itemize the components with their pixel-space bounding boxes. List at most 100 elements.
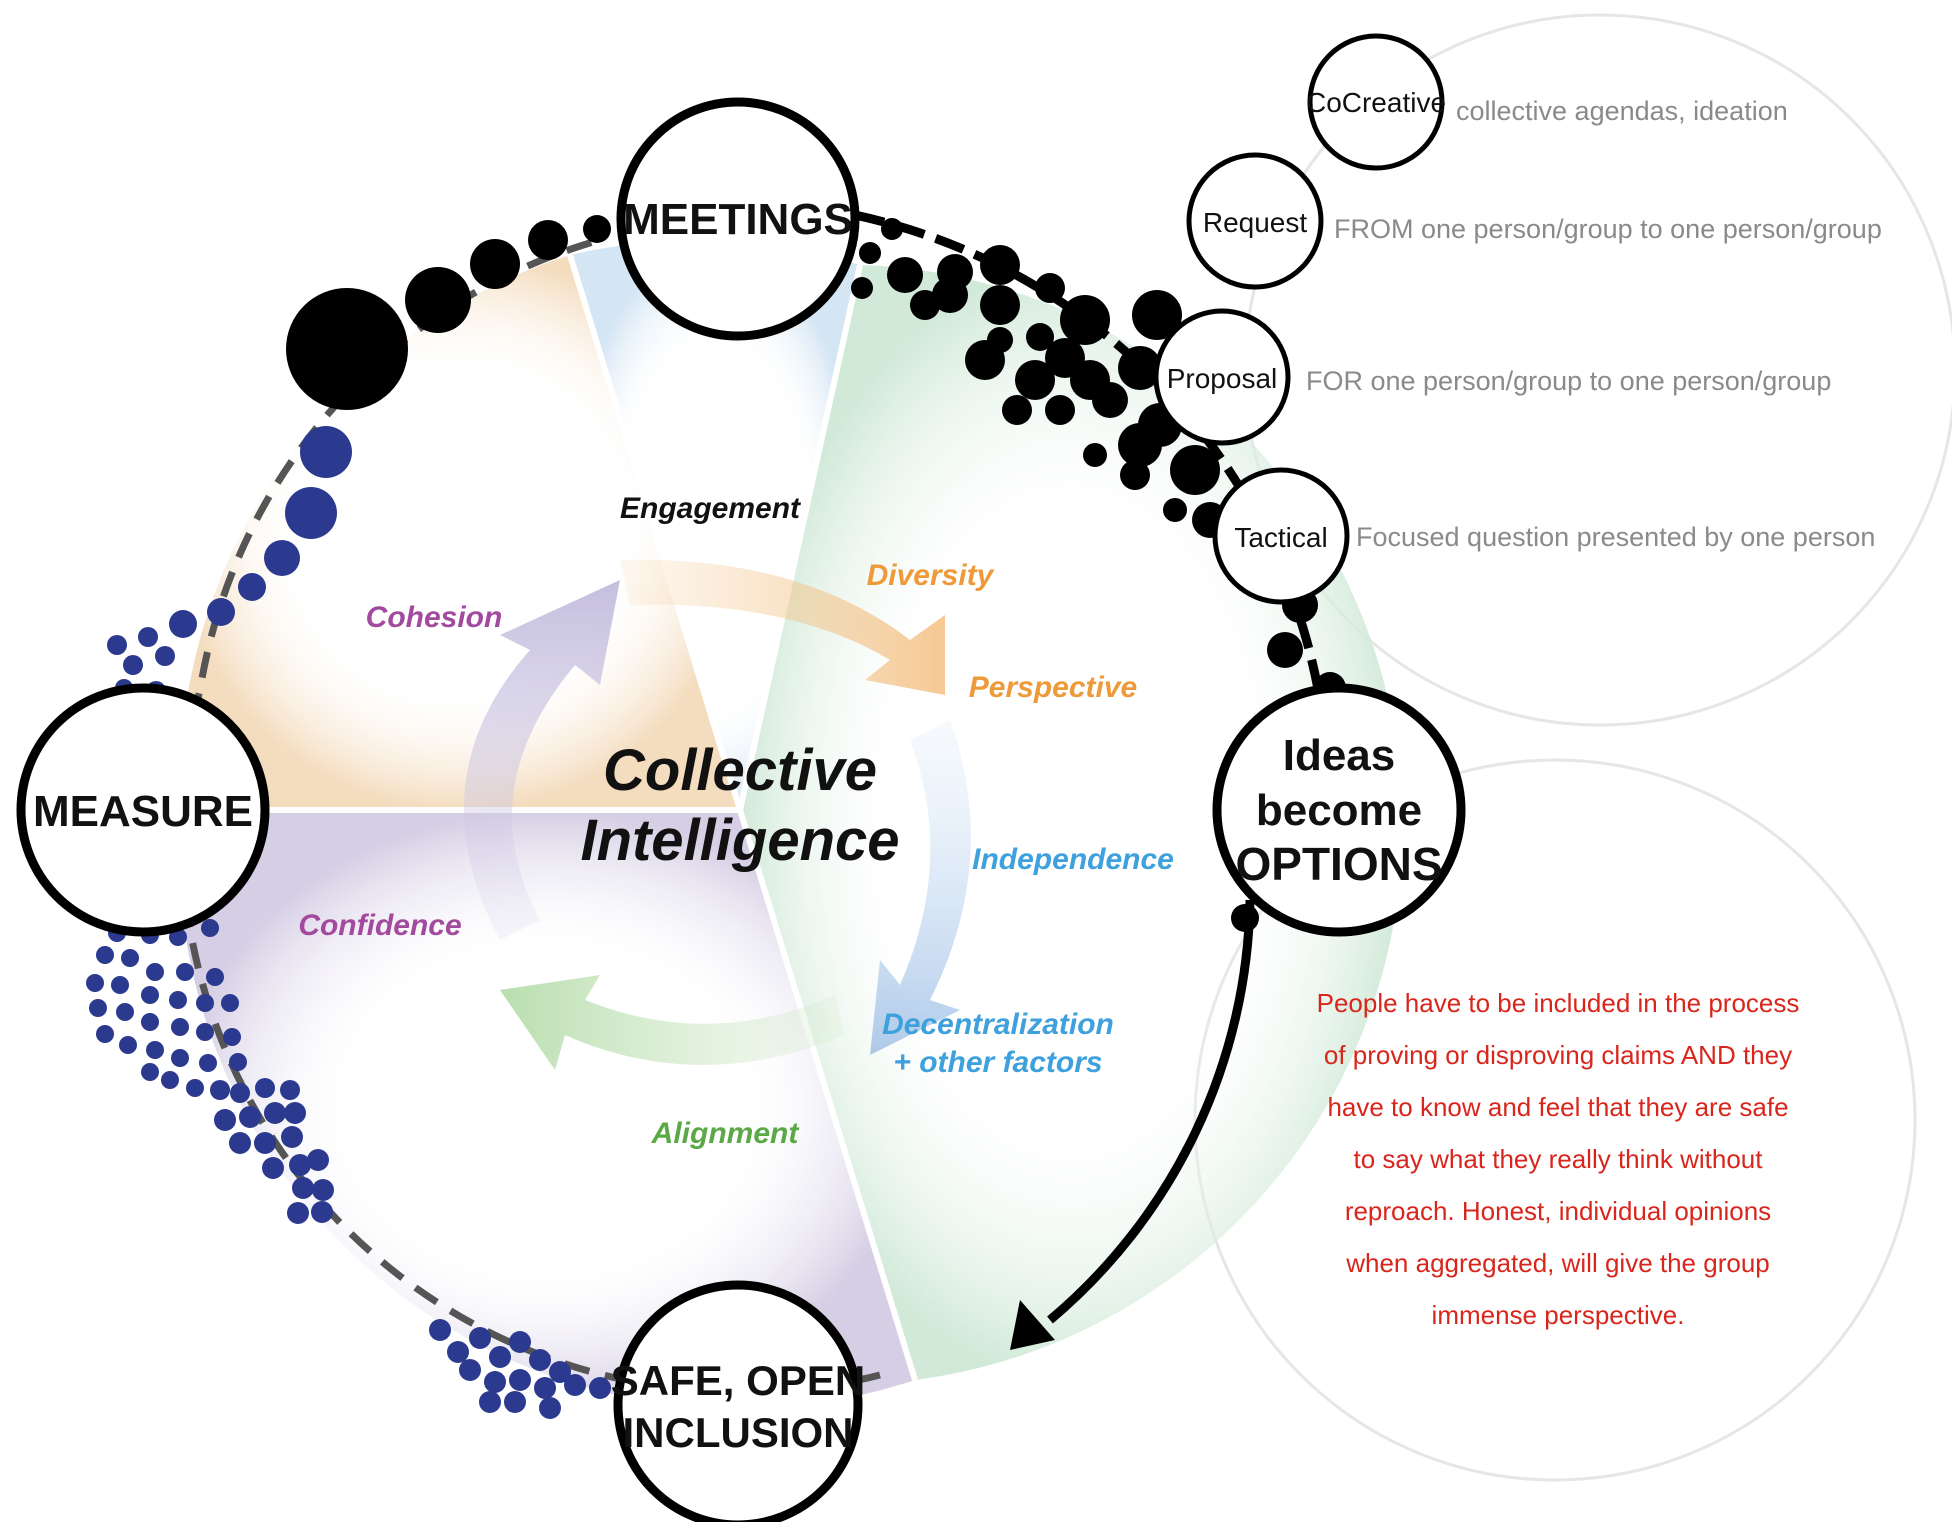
navy-dot <box>199 1054 217 1072</box>
meeting-type-cocreative: CoCreative collective agendas, ideation <box>1306 33 1788 171</box>
navy-dot <box>119 1036 137 1054</box>
node-meetings: MEETINGS <box>616 97 860 341</box>
navy-dot <box>312 1179 334 1201</box>
navy-dot <box>262 1157 284 1179</box>
navy-dot <box>254 1132 276 1154</box>
black-dot <box>1045 395 1075 425</box>
navy-dot <box>489 1346 511 1368</box>
navy-dot <box>549 1361 571 1383</box>
node-meetings-label: MEETINGS <box>623 195 853 244</box>
navy-dot <box>534 1377 556 1399</box>
meeting-type-request: Request FROM one person/group to one per… <box>1186 152 1882 290</box>
factor-engagement: Engagement <box>620 492 802 525</box>
note-line-1: People have to be included in the proces… <box>1317 988 1800 1018</box>
sector-top <box>570 240 860 811</box>
node-safe-line2: INCLUSION <box>623 1409 854 1456</box>
arrow-orange <box>620 559 945 695</box>
arrow-purple <box>463 580 620 940</box>
meeting-type-request-title: Request <box>1203 207 1308 238</box>
navy-dot <box>255 1078 275 1098</box>
black-dots-upper-right <box>851 218 1346 932</box>
black-dot <box>980 285 1020 325</box>
navy-dot <box>264 1102 286 1124</box>
note-line-4: to say what they really think without <box>1354 1144 1764 1174</box>
factor-diversity: Diversity <box>867 559 995 592</box>
navy-dot <box>281 1126 303 1148</box>
black-dot <box>1170 445 1220 495</box>
navy-dot <box>539 1397 561 1419</box>
navy-dot <box>161 1071 179 1089</box>
navy-dot <box>196 994 214 1012</box>
navy-dot <box>469 1327 491 1349</box>
black-dot <box>1120 460 1150 490</box>
navy-dot <box>111 976 129 994</box>
navy-dot <box>230 1083 250 1103</box>
navy-dot <box>171 1018 189 1036</box>
node-safe-line1: SAFE, OPEN <box>611 1357 865 1404</box>
node-ideas-line2: become <box>1256 786 1422 835</box>
navy-dot <box>287 1202 309 1224</box>
black-dot <box>1060 295 1110 345</box>
node-measure: MEASURE <box>16 683 270 937</box>
navy-dot <box>121 949 139 967</box>
black-dot <box>1118 423 1162 467</box>
navy-dot <box>311 1201 333 1223</box>
node-safe-open-inclusion: SAFE, OPEN INCLUSION <box>611 1280 865 1522</box>
navy-dot <box>229 1053 247 1071</box>
navy-dot <box>239 1106 261 1128</box>
navy-dot <box>196 1023 214 1041</box>
navy-dot <box>509 1369 531 1391</box>
factor-independence: Independence <box>972 843 1174 876</box>
black-dot <box>1026 323 1054 351</box>
factor-other-factors: + other factors <box>893 1046 1102 1079</box>
inclusion-note: People have to be included in the proces… <box>1317 988 1800 1330</box>
meeting-type-proposal-title: Proposal <box>1167 363 1278 394</box>
navy-dot <box>96 1025 114 1043</box>
navy-dot <box>214 1109 236 1131</box>
center-title-line2: Intelligence <box>580 808 899 873</box>
black-dot <box>1092 382 1128 418</box>
cycle-arrowhead <box>1010 1300 1055 1350</box>
black-dot <box>1035 273 1065 303</box>
black-dot <box>932 277 968 313</box>
navy-dot <box>280 1080 300 1100</box>
navy-dot <box>221 994 239 1012</box>
note-line-2: of proving or disproving claims AND they <box>1324 1040 1792 1070</box>
arrow-green <box>500 975 845 1070</box>
center-title-line1: Collective <box>603 738 877 803</box>
note-line-3: have to know and feel that they are safe <box>1327 1092 1788 1122</box>
black-dot <box>1163 498 1187 522</box>
black-dot <box>859 242 881 264</box>
sector-bottom-left <box>178 810 915 1409</box>
factor-decentralization: Decentralization <box>882 1008 1114 1041</box>
black-dot <box>1132 290 1182 340</box>
navy-dot <box>210 1080 230 1100</box>
note-line-7: immense perspective. <box>1432 1300 1685 1330</box>
factor-alignment: Alignment <box>651 1117 801 1150</box>
meeting-type-cocreative-desc: collective agendas, ideation <box>1456 96 1788 126</box>
navy-dot <box>176 963 194 981</box>
navy-dot <box>186 1079 204 1097</box>
black-dot <box>1002 395 1032 425</box>
navy-dot <box>529 1349 551 1371</box>
navy-dot <box>307 1149 329 1171</box>
node-measure-label: MEASURE <box>33 787 253 836</box>
arrow-blue <box>870 720 971 1055</box>
navy-dot <box>206 968 224 986</box>
black-dot <box>881 218 903 240</box>
black-dot <box>965 340 1005 380</box>
solid-cycle-arc-lower <box>1047 899 1255 1324</box>
black-dot <box>1118 346 1162 390</box>
navy-dot <box>89 999 107 1017</box>
navy-dot <box>141 1063 159 1081</box>
meeting-type-proposal-desc: FOR one person/group to one person/group <box>1306 366 1831 396</box>
navy-dot <box>146 963 164 981</box>
meeting-type-tactical-title: Tactical <box>1234 522 1327 553</box>
navy-dot <box>141 1013 159 1031</box>
navy-dot <box>171 1049 189 1067</box>
node-ideas-line3: OPTIONS <box>1235 838 1442 890</box>
navy-dot <box>86 974 104 992</box>
navy-dot <box>484 1371 506 1393</box>
navy-dot <box>116 1003 134 1021</box>
